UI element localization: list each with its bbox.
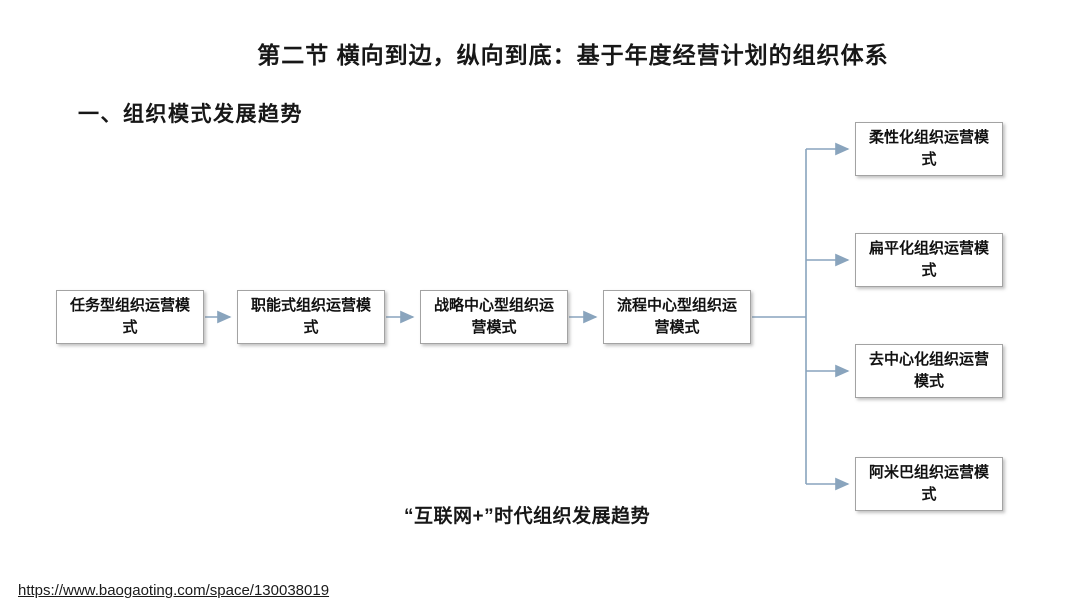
section-heading: 一、组织模式发展趋势 <box>78 103 303 126</box>
flow-node-label: 流程中心型组织运营模式 <box>617 297 738 336</box>
flow-node-process-centered: 流程中心型组织运营模式 <box>603 290 751 344</box>
flow-node-strategy-centered: 战略中心型组织运营模式 <box>420 290 568 344</box>
branch-node-label: 柔性化组织运营模式 <box>869 129 990 168</box>
branch-node-label: 扁平化组织运营模式 <box>869 240 990 279</box>
branch-node-flexible: 柔性化组织运营模式 <box>855 122 1003 176</box>
source-url-link[interactable]: https://www.baogaoting.com/space/1300380… <box>18 582 330 599</box>
flow-node-task-based: 任务型组织运营模式 <box>56 290 204 344</box>
branch-node-amoeba: 阿米巴组织运营模式 <box>855 457 1003 511</box>
flow-node-label: 职能式组织运营模式 <box>251 297 372 336</box>
branch-node-decentralized: 去中心化组织运营模式 <box>855 344 1003 398</box>
flow-node-label: 战略中心型组织运营模式 <box>434 297 555 336</box>
branch-node-label: 去中心化组织运营模式 <box>869 351 990 390</box>
flow-node-label: 任务型组织运营模式 <box>70 297 191 336</box>
diagram-caption: “互联网+”时代组织发展趋势 <box>404 506 651 527</box>
branch-node-label: 阿米巴组织运营模式 <box>869 464 990 503</box>
branch-node-flat: 扁平化组织运营模式 <box>855 233 1003 287</box>
page-title: 第二节 横向到边，纵向到底：基于年度经营计划的组织体系 <box>257 42 889 68</box>
flow-node-functional: 职能式组织运营模式 <box>237 290 385 344</box>
